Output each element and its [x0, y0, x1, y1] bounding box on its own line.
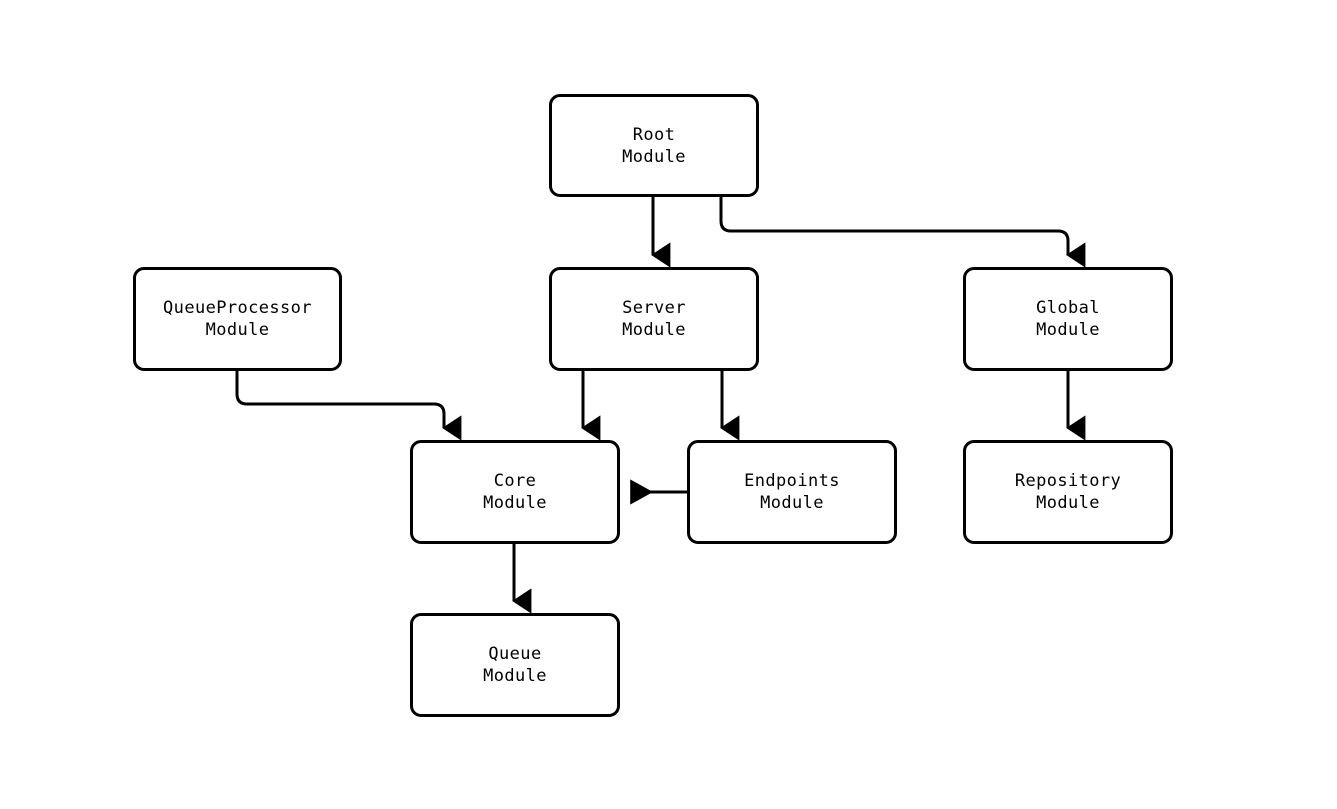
edge-queueprocessor-to-core — [235, 371, 462, 441]
node-global-module[interactable]: Global Module — [963, 267, 1173, 371]
node-server-module-line2: Module — [622, 320, 686, 340]
node-queue-module-line2: Module — [483, 666, 547, 686]
node-root-module[interactable]: Root Module — [549, 94, 759, 197]
node-core-module-line1: Core — [493, 471, 537, 491]
node-queueprocessor-module-line2: Module — [205, 320, 270, 340]
node-core-module-line2: Module — [483, 493, 547, 513]
node-repository-module-line2: Module — [1036, 493, 1100, 513]
node-queue-module[interactable]: Queue Module — [410, 613, 620, 717]
node-endpoints-module[interactable]: Endpoints Module — [687, 440, 897, 544]
node-endpoints-module-line2: Module — [760, 493, 824, 513]
node-server-module[interactable]: Server Module — [549, 267, 759, 371]
node-server-module-line1: Server — [622, 298, 686, 318]
node-repository-module-line1: Repository — [1014, 471, 1122, 491]
node-global-module-line2: Module — [1036, 320, 1100, 340]
node-global-module-line1: Global — [1036, 298, 1100, 318]
node-endpoints-module-line1: Endpoints — [744, 471, 840, 491]
node-queue-module-line1: Queue — [488, 644, 542, 664]
node-core-module[interactable]: Core Module — [410, 440, 620, 544]
node-queueprocessor-module-line1: QueueProcessor — [163, 298, 312, 318]
node-queueprocessor-module[interactable]: QueueProcessor Module — [133, 267, 342, 371]
node-root-module-line2: Module — [622, 146, 686, 167]
node-repository-module[interactable]: Repository Module — [963, 440, 1173, 544]
edge-root-to-global — [719, 197, 1086, 268]
node-root-module-line1: Root — [632, 124, 676, 145]
